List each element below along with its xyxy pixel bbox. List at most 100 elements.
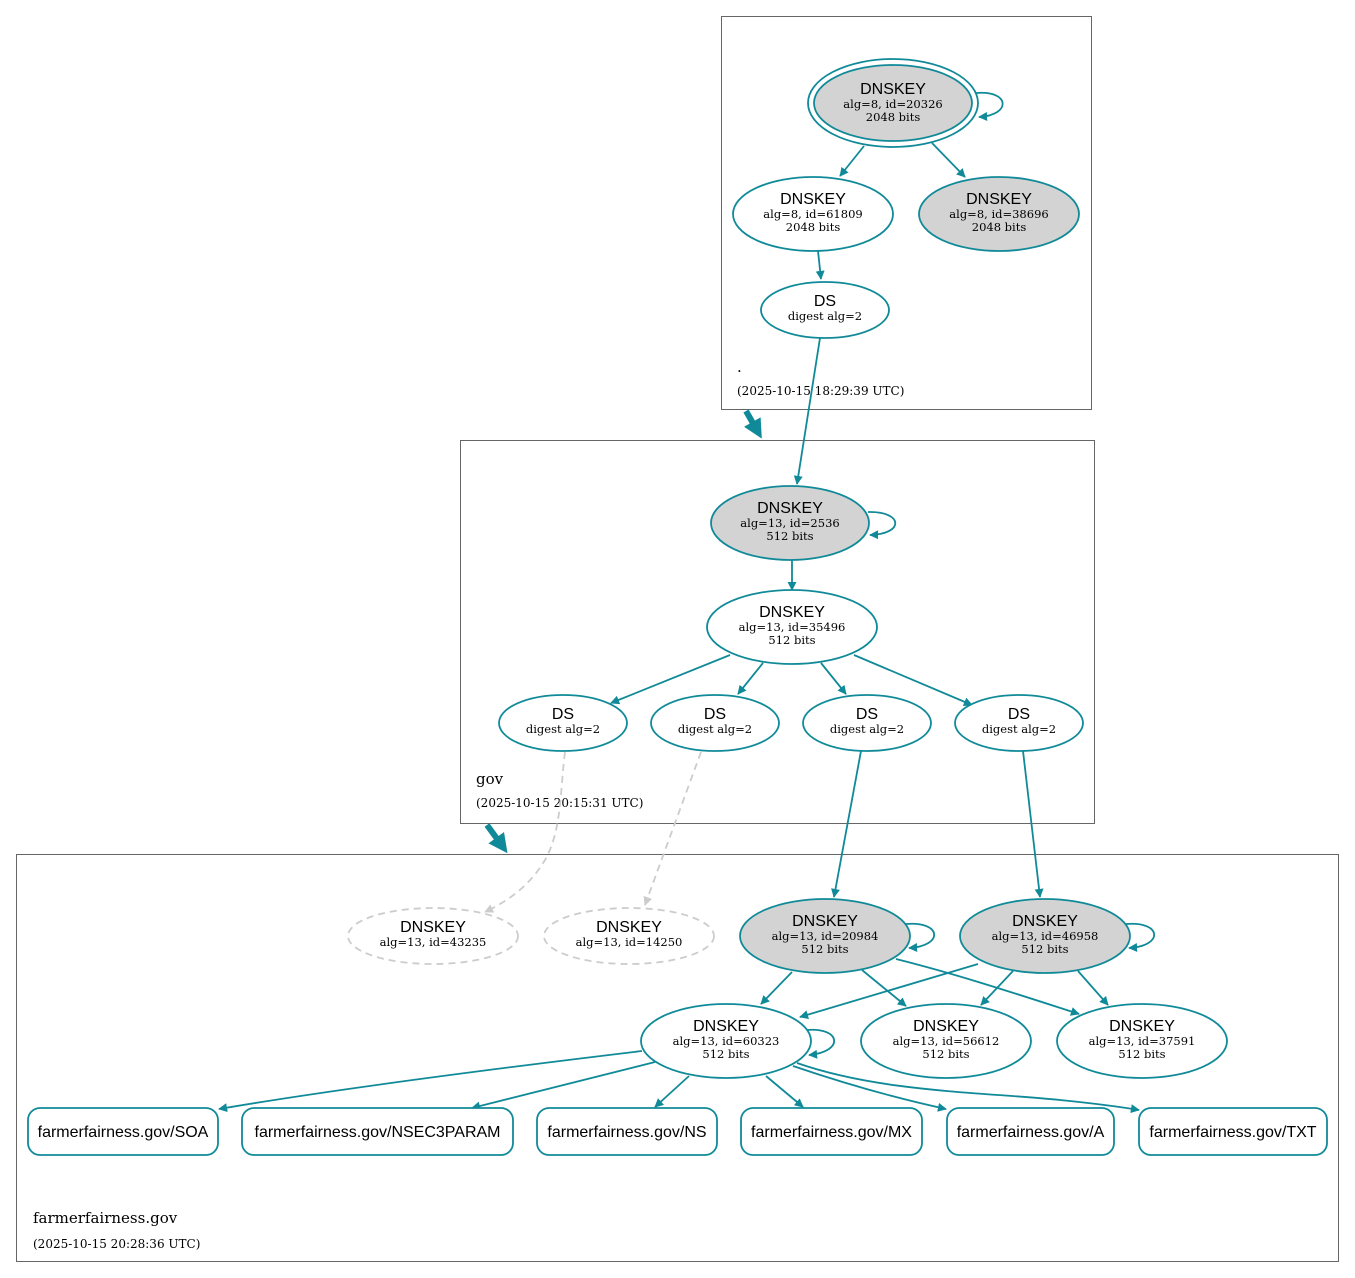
gov-ksk-title: DNSKEY [757, 500, 823, 517]
gov-ds1-digest: digest alg=2 [526, 722, 600, 736]
rrset-mx-node[interactable]: farmerfairness.gov/MX [740, 1107, 923, 1156]
root-zsk2-title: DNSKEY [966, 191, 1032, 208]
ff-key-56612-title: DNSKEY [913, 1018, 979, 1035]
zone-farmerfairness: farmerfairness.gov (2025-10-15 20:28:36 … [16, 854, 1339, 1262]
root-ksk-outer-ring [807, 58, 979, 148]
edge-ff-ksk2-k56612 [980, 970, 1014, 1006]
root-ksk-alg-id: alg=8, id=20326 [843, 97, 942, 111]
root-ds-shape [760, 281, 890, 339]
gov-ksk-shape [710, 485, 870, 561]
ff-key-37591-bits: 512 bits [1118, 1047, 1165, 1061]
gov-ds3-title: DS [856, 706, 878, 723]
ff-zsk-title: DNSKEY [693, 1018, 759, 1035]
gov-ksk-bits: 512 bits [766, 529, 813, 543]
edge-root-ksk-self [975, 91, 1004, 121]
rrset-txt-node[interactable]: farmerfairness.gov/TXT [1138, 1107, 1328, 1156]
rrset-soa-node[interactable]: farmerfairness.gov/SOA [27, 1107, 219, 1156]
gov-ds3-digest: digest alg=2 [830, 722, 904, 736]
root-ksk-bits: 2048 bits [866, 110, 921, 124]
gov-zsk-bits: 512 bits [768, 633, 815, 647]
gov-ds2-digest: digest alg=2 [678, 722, 752, 736]
root-ksk-node[interactable]: DNSKEY alg=8, id=20326 2048 bits [807, 58, 979, 148]
gov-zsk-node[interactable]: DNSKEY alg=13, id=35496 512 bits [706, 589, 878, 665]
gov-zsk-title: DNSKEY [759, 604, 825, 621]
gov-ds4-node[interactable]: DS digest alg=2 [954, 694, 1084, 752]
edge-root-ds-gov-ksk [793, 337, 821, 485]
ff-dead-key1-node[interactable]: DNSKEY alg=13, id=43235 [347, 907, 519, 965]
root-zsk2-node[interactable]: DNSKEY alg=8, id=38696 2048 bits [918, 176, 1080, 252]
ff-ksk2-bits: 512 bits [1021, 942, 1068, 956]
gov-ds4-shape [954, 694, 1084, 752]
zone-farmerfairness-name: farmerfairness.gov [33, 1209, 178, 1227]
ff-ksk2-alg-id: alg=13, id=46958 [992, 929, 1099, 943]
ff-dead-key2-alg-id: alg=13, id=14250 [576, 935, 683, 949]
gov-ds1-node[interactable]: DS digest alg=2 [498, 694, 628, 752]
zone-root-timestamp: (2025-10-15 18:29:39 UTC) [737, 384, 904, 398]
edge-gov-ds2-dead-key [643, 751, 702, 906]
ff-zsk-node[interactable]: DNSKEY alg=13, id=60323 512 bits [640, 1003, 812, 1079]
ff-dead-key1-shape [347, 907, 519, 965]
ff-dead-key2-node[interactable]: DNSKEY alg=13, id=14250 [543, 907, 715, 965]
ff-key-56612-node[interactable]: DNSKEY alg=13, id=56612 512 bits [860, 1003, 1032, 1079]
gov-zsk-shape [706, 589, 878, 665]
gov-ds3-node[interactable]: DS digest alg=2 [802, 694, 932, 752]
edge-ff-ksk2-self [1125, 922, 1156, 953]
edge-ff-ksk1-zsk [760, 971, 793, 1005]
edge-ff-ksk1-self [905, 922, 936, 953]
zone-farmerfairness-timestamp: (2025-10-15 20:28:36 UTC) [33, 1237, 200, 1251]
gov-ds1-title: DS [552, 706, 574, 723]
ff-ksk1-title: DNSKEY [792, 913, 858, 930]
gov-ds4-title: DS [1008, 706, 1030, 723]
ff-key-56612-shape [860, 1003, 1032, 1079]
edge-ff-ksk1-k37591 [895, 958, 1080, 1016]
ff-key-56612-bits: 512 bits [922, 1047, 969, 1061]
ff-ksk1-node[interactable]: DNSKEY alg=13, id=20984 512 bits [739, 898, 911, 974]
rrset-txt-label: farmerfairness.gov/TXT [1149, 1124, 1316, 1141]
ff-key-56612-alg-id: alg=13, id=56612 [893, 1034, 1000, 1048]
root-ds-node[interactable]: DS digest alg=2 [760, 281, 890, 339]
ff-zsk-bits: 512 bits [702, 1047, 749, 1061]
ff-ksk1-alg-id: alg=13, id=20984 [772, 929, 879, 943]
edge-ff-zsk-a [792, 1065, 947, 1112]
ff-key-37591-alg-id: alg=13, id=37591 [1089, 1034, 1196, 1048]
rrset-a-shape [946, 1107, 1115, 1156]
root-zsk1-title: DNSKEY [780, 191, 846, 208]
gov-ksk-alg-id: alg=13, id=2536 [740, 516, 839, 530]
root-zsk2-bits: 2048 bits [972, 220, 1027, 234]
rrset-ns-node[interactable]: farmerfairness.gov/NS [536, 1107, 718, 1156]
gov-ds2-node[interactable]: DS digest alg=2 [650, 694, 780, 752]
ff-ksk2-node[interactable]: DNSKEY alg=13, id=46958 512 bits [959, 898, 1131, 974]
root-ds-title: DS [814, 293, 836, 310]
gov-zsk-alg-id: alg=13, id=35496 [739, 620, 846, 634]
rrset-mx-label: farmerfairness.gov/MX [751, 1124, 912, 1141]
zone-root-name: . [737, 358, 742, 376]
ff-key-37591-node[interactable]: DNSKEY alg=13, id=37591 512 bits [1056, 1003, 1228, 1079]
zone-root: . (2025-10-15 18:29:39 UTC) [721, 16, 1092, 410]
edge-gov-zsk-ds1 [610, 654, 731, 705]
root-zsk1-alg-id: alg=8, id=61809 [763, 207, 862, 221]
gov-ds2-shape [650, 694, 780, 752]
rrset-ns-label: farmerfairness.gov/NS [547, 1124, 706, 1141]
rrset-a-node[interactable]: farmerfairness.gov/A [946, 1107, 1115, 1156]
root-zsk1-shape [732, 176, 894, 252]
gov-ksk-node[interactable]: DNSKEY alg=13, id=2536 512 bits [710, 485, 870, 561]
edge-gov-ds1-dead-key [484, 751, 566, 913]
root-zsk2-shape [918, 176, 1080, 252]
delegation-arrow-root-gov [743, 409, 762, 439]
ff-ksk2-title: DNSKEY [1012, 913, 1078, 930]
rrset-soa-label: farmerfairness.gov/SOA [38, 1124, 209, 1141]
ff-zsk-shape [640, 1003, 812, 1079]
edge-ff-ksk2-zsk [799, 963, 979, 1020]
root-zsk1-node[interactable]: DNSKEY alg=8, id=61809 2048 bits [732, 176, 894, 252]
ff-ksk2-shape [959, 898, 1131, 974]
gov-ds3-shape [802, 694, 932, 752]
ff-key-37591-title: DNSKEY [1109, 1018, 1175, 1035]
ff-dead-key2-title: DNSKEY [596, 919, 662, 936]
root-zsk1-bits: 2048 bits [786, 220, 841, 234]
edge-gov-zsk-ds4 [853, 654, 973, 706]
zone-gov-name: gov [476, 770, 504, 788]
rrset-nsec3param-node[interactable]: farmerfairness.gov/NSEC3PARAM [241, 1107, 514, 1156]
edge-ff-zsk-soa [218, 1050, 643, 1113]
edge-root-zsk1-ds [815, 250, 825, 280]
